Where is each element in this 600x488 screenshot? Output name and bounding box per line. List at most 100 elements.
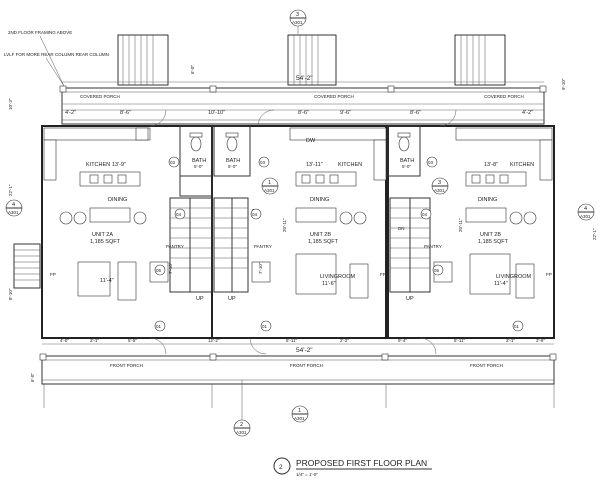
bath-dim-center: 5'-0" <box>228 164 237 169</box>
unit-label-right: UNIT 2B <box>480 232 501 238</box>
front-porch-label-right: FRONT PORCH <box>470 363 503 368</box>
core-right: BATH 5'-0" 03 UP DN PANTRY <box>387 125 453 302</box>
tag-01-center: 01 <box>262 324 268 329</box>
dim-overall-bottom: 54'-2" <box>296 347 313 354</box>
bath-dim-right: 5'-0" <box>402 164 411 169</box>
dim-bottom-8: 5'-11" <box>454 338 466 343</box>
drawing-title: PROPOSED FIRST FLOOR PLAN <box>296 458 427 468</box>
section-marker-mid-a: 1 A301 <box>261 177 279 195</box>
stair-up-left: UP <box>196 296 204 302</box>
section-br-sheet: A301 <box>294 416 305 421</box>
building-shell <box>41 125 555 339</box>
stair-up-right: UP <box>406 296 414 302</box>
dim-bottom-3: 5'-5" <box>128 338 137 343</box>
drawing-title-block: 2 PROPOSED FIRST FLOOR PLAN 1/4" = 1'-0" <box>273 457 432 477</box>
dim-bottom-6: 2'-2" <box>340 338 349 343</box>
unit-label-left: UNIT 2A <box>92 232 113 238</box>
living-dim-center: 11'-6" <box>322 281 336 287</box>
section-marker-top: 3 A301 <box>289 9 307 34</box>
left-steps: 10'-3" 22'-1" 8'-10" 22'-1" <box>8 98 597 300</box>
dining-label-right: DINING <box>478 197 497 203</box>
living-dim-right: 11'-4" <box>494 281 508 287</box>
dining-label-left: DINING <box>108 197 127 203</box>
tag-01-left: 01 <box>156 324 162 329</box>
front-porch-label-mid: FRONT PORCH <box>290 363 323 368</box>
section-midb-num: 3 <box>438 180 441 186</box>
rear-porch-steps <box>117 34 506 86</box>
dining-right: DINING <box>465 197 537 225</box>
tag-03-right: 03 <box>428 160 434 165</box>
living-right: UNIT 2B 1,185 SQFT LIVINGROOM 11'-4" FP … <box>458 218 552 299</box>
dining-center: DINING <box>295 197 367 225</box>
section-marker-bottom-left: 2 A301 <box>233 380 251 437</box>
unit-area-right: 1,185 SQFT <box>478 239 509 245</box>
dim-overall-top: 54'-2" <box>296 75 313 82</box>
tag-05-right: 05 <box>434 268 440 273</box>
living-label-center: LIVINGROOM <box>320 274 356 280</box>
tag-01-right: 01 <box>514 324 520 329</box>
section-top-sheet: A301 <box>292 20 303 25</box>
bottom-dimension-string: 4'-0" 2'-1" 5'-5" 12'-2" 5'-11" 2'-2" 9'… <box>42 338 554 354</box>
living-left: UNIT 2A 1,185 SQFT 11'-4" FP <box>50 232 137 301</box>
living-center: UNIT 2B 1,185 SQFT LIVINGROOM 11'-6" FP … <box>282 218 386 299</box>
section-left-num: 4 <box>12 202 15 208</box>
pantry-right: PANTRY <box>424 244 442 249</box>
bath-label-left: BATH <box>192 158 206 164</box>
living-dim-left: 11'-4" <box>100 278 114 284</box>
front-porch: FRONT PORCH FRONT PORCH FRONT PORCH 6'-0… <box>30 353 557 408</box>
top-dimension-string: 4'-2" 8'-6" 10'-10" 8'-6" 9'-6" 8'-6" 4'… <box>62 65 566 116</box>
tag-04-center: 04 <box>252 212 258 217</box>
kitchen-dim-left: 13'-9" <box>112 162 126 168</box>
kitchen-left: KITCHEN 13'-9" <box>43 127 151 187</box>
kitchen-label-left: KITCHEN <box>86 162 110 168</box>
section-top-num: 3 <box>296 12 299 18</box>
dim-20-right: 20'-11" <box>458 218 463 232</box>
dim-side-2: 22'-1" <box>8 184 13 196</box>
dining-left: DINING <box>59 197 147 225</box>
note-floor-above: 2ND FLOOR FRAMING ABOVE <box>8 30 72 35</box>
dim-bottom-4: 12'-2" <box>208 338 220 343</box>
bath-label-right: BATH <box>400 158 414 164</box>
tag-04-right: 04 <box>422 212 428 217</box>
bath-dim-left: 5'-0" <box>194 164 203 169</box>
dim-side-3: 8'-10" <box>8 288 13 300</box>
kitchen-dim-right: 13'-8" <box>484 162 498 168</box>
dim-7-left: 7'-10" <box>168 262 173 274</box>
kitchen-label-right: KITCHEN <box>510 162 534 168</box>
dim-top-left: 4'-2" <box>65 110 76 116</box>
dim-porch-depth-left: 6'-0" <box>190 65 195 74</box>
section-br-num: 1 <box>298 408 301 414</box>
drawing-number: 2 <box>279 464 283 471</box>
dim-bottom-2: 2'-1" <box>90 338 99 343</box>
tag-03-center: 03 <box>260 160 266 165</box>
door-swings <box>149 109 457 355</box>
dim-top-1: 8'-6" <box>120 110 131 116</box>
section-midb-sheet: A301 <box>434 188 445 193</box>
fp-tag-right: FP <box>546 272 552 277</box>
section-marker-bottom-right: 1 A301 <box>291 405 309 423</box>
section-marker-left: 4 A301 <box>5 199 23 217</box>
framing-notes: 2ND FLOOR FRAMING ABOVE LVLF FOR MORE RE… <box>4 30 109 87</box>
dim-top-4: 9'-6" <box>340 110 351 116</box>
dim-right-side: 22'-1" <box>592 228 597 240</box>
living-label-right: LIVINGROOM <box>496 274 532 280</box>
dn-right: DN <box>398 226 405 231</box>
dim-bottom-10: 3'-6" <box>536 338 545 343</box>
tag-05-left: 05 <box>156 268 162 273</box>
section-bl-sheet: A301 <box>236 430 247 435</box>
dim-7-center: 7'-10" <box>258 262 263 274</box>
room-tags: 01 01 01 04 04 04 05 05 <box>154 208 524 332</box>
covered-porch-label-mid: COVERED PORCH <box>314 94 354 99</box>
front-porch-label-left: FRONT PORCH <box>110 363 143 368</box>
dim-top-right: 4'-2" <box>522 110 533 116</box>
section-bl-num: 2 <box>240 422 243 428</box>
dining-label-center: DINING <box>310 197 329 203</box>
stair-up-center: UP <box>228 296 236 302</box>
core-center: BATH 5'-0" 03 UP PANTRY 7'-10" DN <box>213 125 272 302</box>
unit-label-center: UNIT 2B <box>310 232 331 238</box>
kitchen-right: 13'-8" KITCHEN <box>455 127 553 187</box>
tag-04-left: 04 <box>176 212 182 217</box>
pantry-left: PANTRY <box>166 244 184 249</box>
kitchen-label-center: KITCHEN <box>338 162 362 168</box>
unit-area-left: 1,185 SQFT <box>90 239 121 245</box>
